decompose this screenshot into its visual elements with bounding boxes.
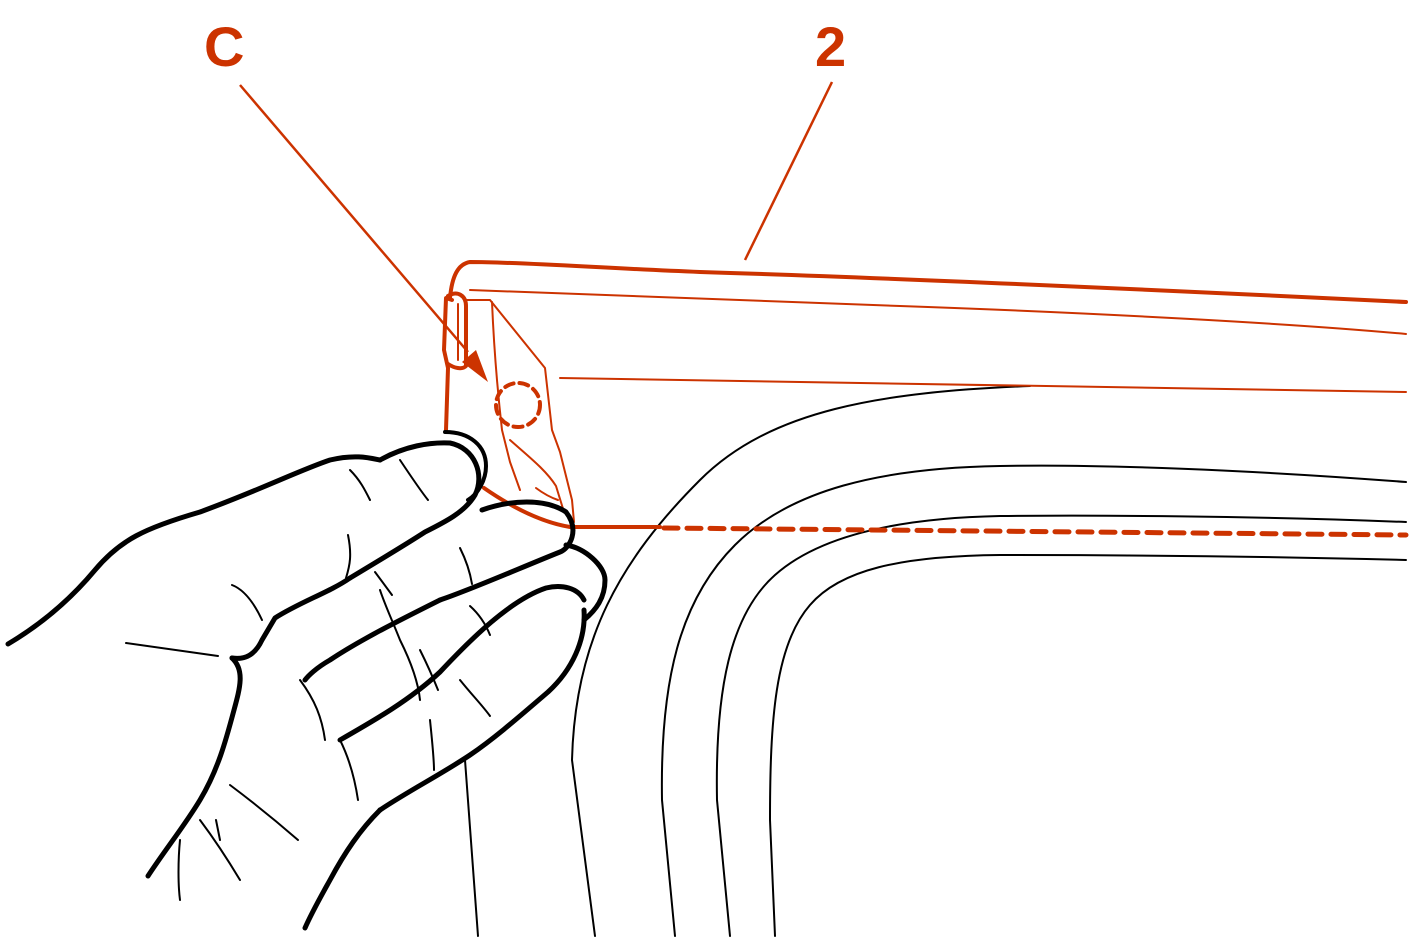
- ring-finger-lower: [302, 597, 443, 683]
- callout-label-2: 2: [815, 15, 846, 78]
- molding-left-edge: [442, 296, 454, 432]
- finger-creases: [125, 459, 491, 937]
- bracket-foot: [535, 487, 559, 501]
- molding-end-tab: [446, 291, 468, 371]
- arch-line-2: [660, 464, 1407, 937]
- arch-outer-line: [571, 385, 1031, 937]
- wheel-arch-panel: [571, 385, 1407, 937]
- leader-lines: [239, 81, 834, 353]
- bracket-outline: [465, 299, 575, 523]
- palm-edge: [302, 807, 383, 931]
- index-fingernail: [443, 430, 488, 502]
- middle-finger: [229, 575, 353, 661]
- molding-lower-line: [559, 377, 1407, 393]
- hand-back-outline: [5, 454, 383, 647]
- thumb-outline: [145, 655, 243, 879]
- arch-line-4: [769, 554, 1407, 937]
- molding-inner-line: [469, 289, 1407, 335]
- hidden-clip-circle: [494, 381, 542, 429]
- molding-top-edge: [448, 260, 1408, 304]
- arrowhead-c: [462, 350, 488, 382]
- leader-line-c: [239, 84, 469, 353]
- little-finger: [337, 584, 587, 743]
- hand-drawing: [5, 430, 608, 937]
- trim-molding: [442, 260, 1409, 538]
- little-finger-tip: [377, 607, 587, 813]
- index-finger: [347, 440, 482, 581]
- molding-hidden-edge: [661, 525, 1409, 538]
- callout-label-c: C: [204, 15, 244, 78]
- arch-line-3: [715, 514, 1407, 937]
- molding-bottom-edge: [482, 486, 662, 529]
- bracket-inner: [491, 301, 521, 491]
- middle-finger-top: [437, 499, 576, 603]
- ring-finger: [563, 542, 608, 623]
- bracket-lip: [509, 439, 565, 513]
- leader-line-2: [743, 81, 834, 261]
